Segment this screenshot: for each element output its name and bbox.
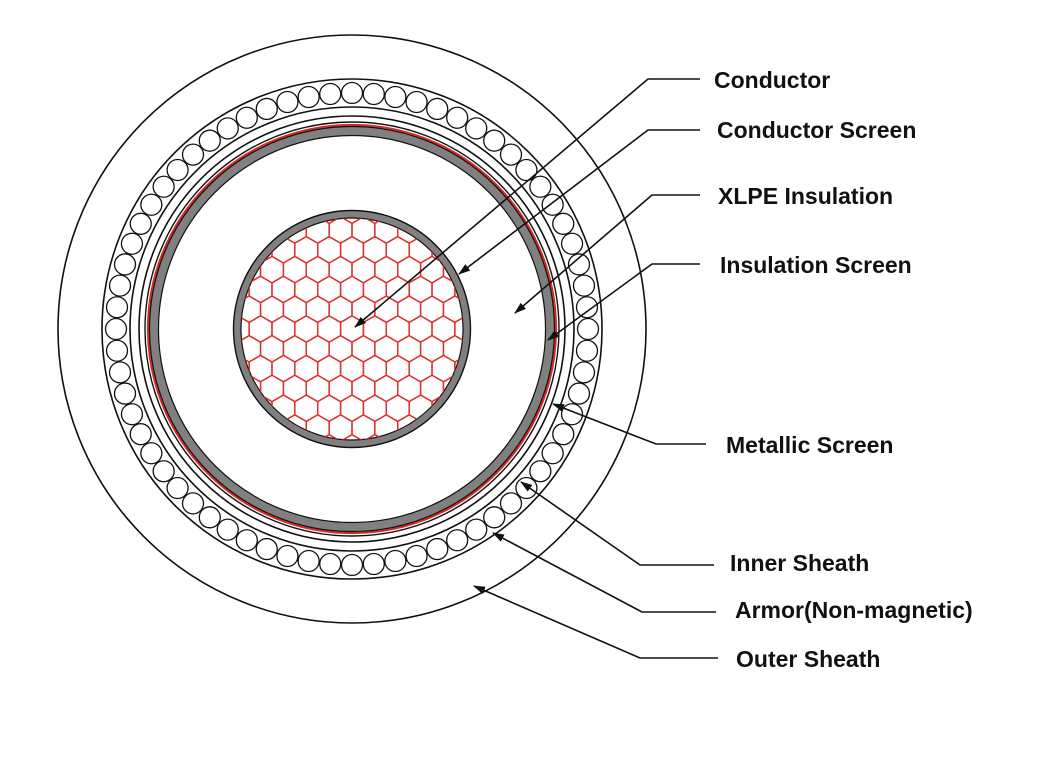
armor-wire [483,129,506,152]
armor-wire [384,549,407,573]
armor-wire [113,253,137,276]
armor-wire [216,518,239,541]
armor-wire [483,506,506,529]
leader-conductor-screen [458,129,700,275]
armor-wire [426,537,449,561]
armor-wire [499,143,523,166]
conductor-core [240,217,464,441]
armor-wire [105,296,129,319]
label-conductor-screen: Conductor Screen [717,117,916,143]
armor-wire [560,232,584,255]
armor-wire [362,82,385,106]
label-outer-sheath: Outer Sheath [736,646,880,672]
armor-wire [576,317,600,341]
armor-wire [113,382,137,405]
armor-wire [572,274,596,297]
armor-wire [152,175,175,198]
armor-wire [515,158,538,182]
armor-wire [216,117,239,140]
armor-wire [575,296,599,319]
conductor-strand [454,354,463,383]
armor-wire [446,529,469,552]
armor-wire [529,175,552,198]
leader-xlpe-insulation [514,194,700,314]
armor-wire [104,317,128,341]
armor-wire [120,232,144,255]
armor-wire [166,158,189,182]
armor-wire [276,544,299,568]
armor-wire [255,97,278,121]
armor-wire [105,339,129,362]
leader-inner-sheath [520,481,714,566]
armor-wire [297,85,320,109]
armor-wire [567,253,591,276]
armor-wire [297,549,320,573]
armor-wire [276,90,299,114]
armor-wire [465,117,488,140]
label-conductor: Conductor [714,67,830,93]
armor-wire [384,85,407,109]
leader-outer-sheath [473,585,718,659]
armor-wire [499,492,523,515]
leader-metallic-screen [552,403,706,445]
label-insulation-screen: Insulation Screen [720,252,912,278]
armor-wire [235,529,258,552]
armor-wire [140,442,163,465]
armor-wire [446,106,469,129]
armor-wire [166,476,189,500]
armor-wire [152,460,175,483]
metallic-screen-tape [146,123,558,535]
leader-insulation-screen [547,263,700,341]
armor-wire [108,274,132,297]
armor-wire [108,361,132,384]
label-inner-sheath: Inner Sheath [730,550,869,576]
conductor-screen-edge [232,209,472,449]
armor-wire [567,382,591,405]
armor-wire [572,361,596,384]
conductor-strand [454,314,463,344]
armor-wire [129,212,152,235]
leader-conductor [354,78,700,328]
leader-armor [492,532,716,613]
armor-wire [552,212,575,235]
label-xlpe-insulation: XLPE Insulation [718,183,893,209]
armor-wire [181,492,205,515]
insulation-screen-edge-outer [148,125,556,533]
conductor-strands [241,218,463,440]
armor-wire [319,82,342,106]
label-metallic-screen: Metallic Screen [726,432,893,458]
armor-wire [255,537,278,561]
armor-wire [529,460,552,483]
armor-wire [181,143,205,166]
armor-inner-boundary [129,106,575,552]
label-armor: Armor(Non-magnetic) [735,597,973,623]
armor-wire [120,403,144,426]
armor-wire [198,129,221,152]
armor-wire [319,552,342,576]
armor-wire [465,518,488,541]
armor-wire [405,544,428,568]
armor-wire [129,423,152,446]
armor-wire [140,193,163,216]
armor-wire [515,476,538,500]
armor-wire [362,552,385,576]
armor-wire [340,81,364,105]
armor-wire [575,339,599,362]
armor-wire [235,106,258,129]
armor-wire [198,506,221,529]
armor-wire [340,553,364,577]
armor-wire [426,97,449,121]
armor-wire [405,90,428,114]
armor-wire [541,442,564,465]
armor-wires [104,81,600,577]
armor-wire [552,423,575,446]
